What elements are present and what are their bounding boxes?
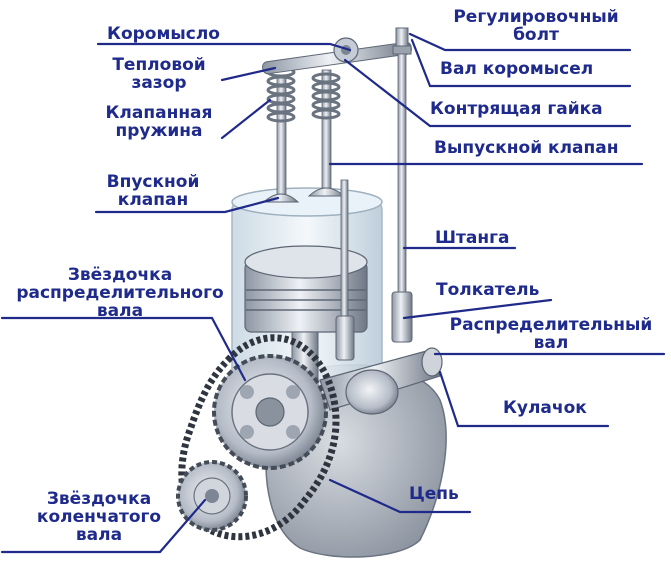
- label-thermal-gap: Тепловой зазор: [112, 55, 206, 93]
- label-adjusting-bolt: Регулировочный болт: [453, 7, 619, 45]
- valve-spring-intake: [266, 66, 296, 123]
- label-chain: Цепь: [409, 484, 459, 504]
- label-tappet: Толкатель: [436, 280, 540, 300]
- label-rocker-shaft: Вал коромысел: [440, 59, 594, 79]
- label-pushrod: Штанга: [435, 228, 510, 248]
- leader-lines: [0, 32, 666, 554]
- label-valve-spring: Клапанная пружина: [105, 103, 213, 141]
- camshaft-part: [319, 347, 443, 415]
- leader-rocker-arm: [96, 42, 352, 52]
- label-lock-nut: Контрящая гайка: [430, 99, 603, 119]
- label-exhaust-valve: Выпускной клапан: [434, 138, 619, 158]
- leader-lock-nut: [343, 58, 632, 128]
- rocker-assembly: [262, 27, 412, 75]
- valve-spring-exhaust: [311, 72, 341, 120]
- label-crank-sprocket: Звёздочка коленчатого вала: [36, 489, 162, 545]
- leader-intake-valve: [94, 196, 280, 214]
- label-cam-sprocket: Звёздочка распределительного вала: [16, 265, 224, 321]
- label-camshaft: Распределительный вал: [449, 315, 653, 353]
- pushrod-part: [397, 53, 407, 297]
- leader-tappet: [402, 298, 553, 320]
- leader-cam-sprocket: [0, 316, 247, 382]
- leader-crank-sprocket: [0, 498, 207, 554]
- label-cam: Кулачок: [503, 398, 587, 418]
- leader-thermal-gap: [220, 66, 277, 82]
- leader-rocker-shaft: [410, 38, 632, 88]
- pushrod-left-part: [340, 179, 349, 321]
- leader-valve-spring: [220, 98, 272, 140]
- leader-cam: [438, 370, 610, 428]
- timing-chain-part: [178, 334, 340, 541]
- piston: [244, 245, 368, 333]
- leader-adjusting-bolt: [408, 32, 632, 52]
- label-rocker-arm: Коромысло: [107, 24, 220, 44]
- tappet-left-part: [335, 315, 355, 361]
- cam-sprocket-part: [212, 354, 328, 470]
- leader-chain: [328, 478, 472, 514]
- label-intake-valve: Впускной клапан: [106, 172, 200, 210]
